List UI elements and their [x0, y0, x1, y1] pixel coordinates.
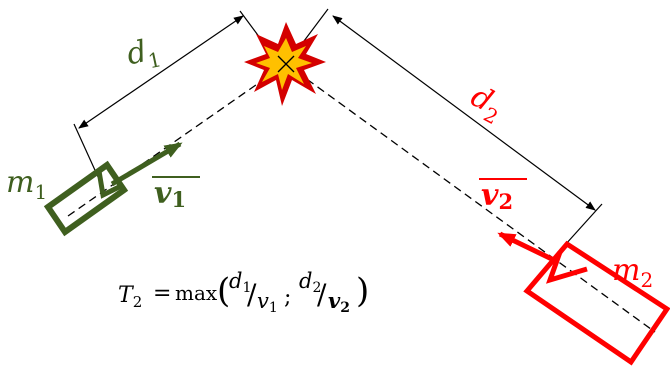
svg-text:v2: v2	[481, 178, 513, 214]
term1-numerator: d1	[229, 269, 251, 296]
label-d2: d2	[463, 79, 510, 129]
term1-slash: /	[247, 278, 257, 311]
term1-denominator: v1	[257, 289, 278, 316]
label-v2: v2	[479, 178, 527, 214]
object-m2	[523, 240, 670, 366]
label-m2: m2	[612, 253, 653, 292]
formula: T2 = max ( d1 / v1 ; d2 / v2 )	[118, 269, 369, 316]
velocity-arrow-2	[497, 231, 560, 265]
formula-separator: ;	[284, 285, 291, 310]
label-v1: v1	[152, 176, 200, 212]
velocity-arrow-1	[110, 141, 183, 187]
svg-text:v1: v1	[154, 176, 186, 212]
label-d1: d1	[124, 31, 164, 77]
term2-slash: /	[317, 278, 327, 311]
formula-equals: =	[153, 281, 171, 306]
explosion-icon	[244, 22, 326, 106]
formula-lhs: T2	[118, 283, 142, 311]
label-m1: m1	[6, 165, 47, 204]
term2-denominator: v2	[328, 288, 350, 316]
term2-numerator: d2	[299, 269, 321, 296]
object-m1	[43, 160, 129, 237]
formula-open-paren: (	[217, 271, 230, 311]
formula-func: max	[175, 281, 218, 305]
dimension-d2	[291, 8, 603, 246]
formula-close-paren: )	[356, 271, 369, 311]
